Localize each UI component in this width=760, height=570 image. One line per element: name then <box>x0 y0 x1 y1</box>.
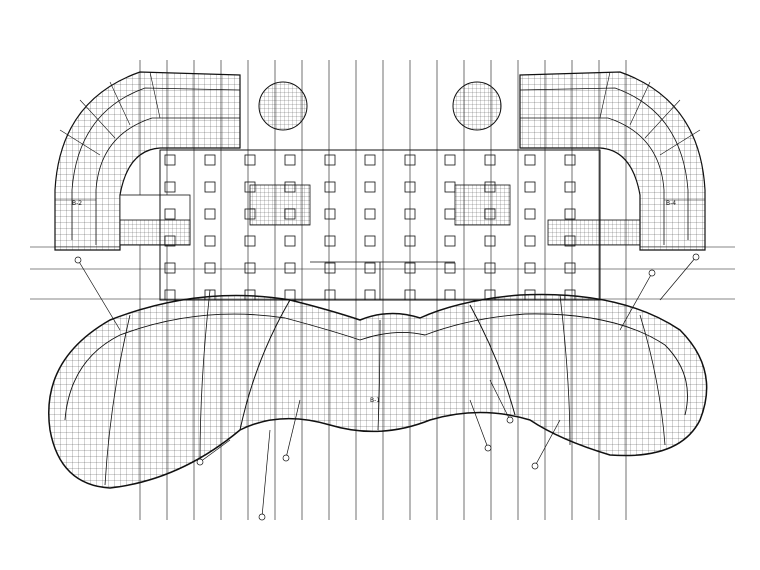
column-marker <box>444 289 456 301</box>
canopy-roof <box>48 289 708 489</box>
column-marker <box>444 208 456 220</box>
left-wing <box>54 71 241 251</box>
column-marker <box>244 181 256 193</box>
column-marker <box>484 262 496 274</box>
leader-line <box>534 419 561 467</box>
column-marker <box>484 181 496 193</box>
column-marker <box>444 181 456 193</box>
leader-line <box>285 399 301 459</box>
circular-plaza-left <box>258 81 308 131</box>
column-marker <box>324 262 336 274</box>
column-marker <box>324 208 336 220</box>
column-marker <box>364 235 376 247</box>
callout-circle <box>506 416 514 424</box>
column-marker <box>564 181 576 193</box>
column-marker <box>324 181 336 193</box>
column-marker <box>484 154 496 166</box>
callout-circle <box>74 256 82 264</box>
circular-plaza-right <box>452 81 502 131</box>
callout-circle <box>258 513 266 521</box>
column-marker <box>284 208 296 220</box>
right-wing <box>519 71 706 251</box>
column-marker <box>204 235 216 247</box>
column-marker <box>164 154 176 166</box>
column-marker <box>524 262 536 274</box>
room-tags: B-2 B-4 B-1 <box>72 200 676 404</box>
column-marker <box>524 154 536 166</box>
column-marker <box>324 154 336 166</box>
column-marker <box>404 181 416 193</box>
column-marker <box>404 154 416 166</box>
column-marker <box>524 208 536 220</box>
column-marker <box>164 289 176 301</box>
column-marker <box>284 289 296 301</box>
callout-circle <box>282 454 290 462</box>
column-marker <box>564 262 576 274</box>
column-marker <box>284 181 296 193</box>
central-hall <box>159 149 601 301</box>
column-marker <box>364 289 376 301</box>
column-marker <box>484 208 496 220</box>
column-marker <box>204 208 216 220</box>
column-marker <box>284 262 296 274</box>
column-marker <box>244 262 256 274</box>
column-marker <box>524 181 536 193</box>
leader-line <box>619 272 653 331</box>
column-marker <box>284 235 296 247</box>
callout-circle <box>648 269 656 277</box>
column-marker <box>204 181 216 193</box>
callout-markers <box>74 253 700 521</box>
column-marker <box>564 208 576 220</box>
column-marker <box>244 208 256 220</box>
room-tag-left: B-2 <box>72 200 82 207</box>
column-marker <box>404 262 416 274</box>
column-marker <box>484 235 496 247</box>
column-marker <box>284 154 296 166</box>
callout-circle <box>692 253 700 261</box>
column-marker <box>324 235 336 247</box>
callout-circle <box>531 462 539 470</box>
column-marker <box>364 262 376 274</box>
column-marker <box>444 154 456 166</box>
column-marker <box>364 208 376 220</box>
column-marker <box>524 235 536 247</box>
column-marker <box>364 154 376 166</box>
column-marker <box>324 289 336 301</box>
column-marker <box>564 154 576 166</box>
column-marker <box>164 181 176 193</box>
column-marker <box>364 181 376 193</box>
column-marker <box>204 154 216 166</box>
leader-line <box>261 429 271 518</box>
column-marker <box>164 235 176 247</box>
leader-line <box>489 379 511 421</box>
room-tag-center: B-1 <box>370 397 380 404</box>
column-marker <box>564 235 576 247</box>
column-marker <box>164 262 176 274</box>
leader-line <box>659 256 697 301</box>
column-marker <box>404 208 416 220</box>
callout-circle <box>196 458 204 466</box>
room-tag-right: B-4 <box>666 200 676 207</box>
column-marker <box>164 208 176 220</box>
horizontal-gridlines <box>30 246 735 300</box>
column-marker <box>404 235 416 247</box>
column-marker <box>244 154 256 166</box>
column-marker <box>444 262 456 274</box>
leader-line <box>199 439 231 463</box>
column-marker <box>404 289 416 301</box>
leader-line <box>469 399 489 449</box>
column-marker <box>204 262 216 274</box>
column-marker <box>444 235 456 247</box>
leader-line <box>77 259 121 331</box>
column-marker <box>244 235 256 247</box>
structural-columns <box>164 154 576 301</box>
callout-circle <box>484 444 492 452</box>
